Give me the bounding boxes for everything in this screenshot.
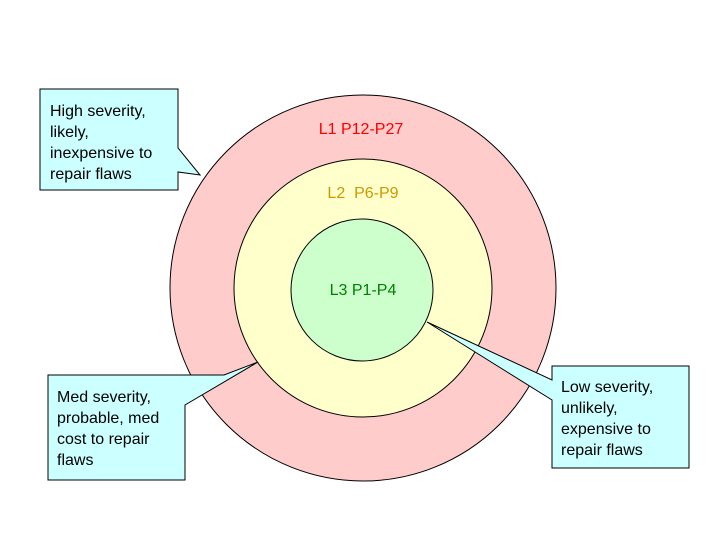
callout-high-text: High severity, likely, inexpensive to re… [50, 103, 157, 183]
callout-med-text: Med severity, probable, med cost to repa… [57, 389, 164, 469]
callout-med-shape [47, 361, 259, 481]
callout-low-shape [426, 321, 690, 469]
ring-l3 [290, 218, 434, 362]
ring-l1-label: L1 P12-P27 [319, 121, 404, 138]
callout-low-text: Low severity, unlikely, expensive to rep… [561, 379, 658, 459]
ring-l2-label: L2 P6-P9 [327, 185, 398, 202]
ring-l3-label: L3 P1-P4 [330, 282, 397, 299]
callout-high-shape [39, 88, 202, 191]
